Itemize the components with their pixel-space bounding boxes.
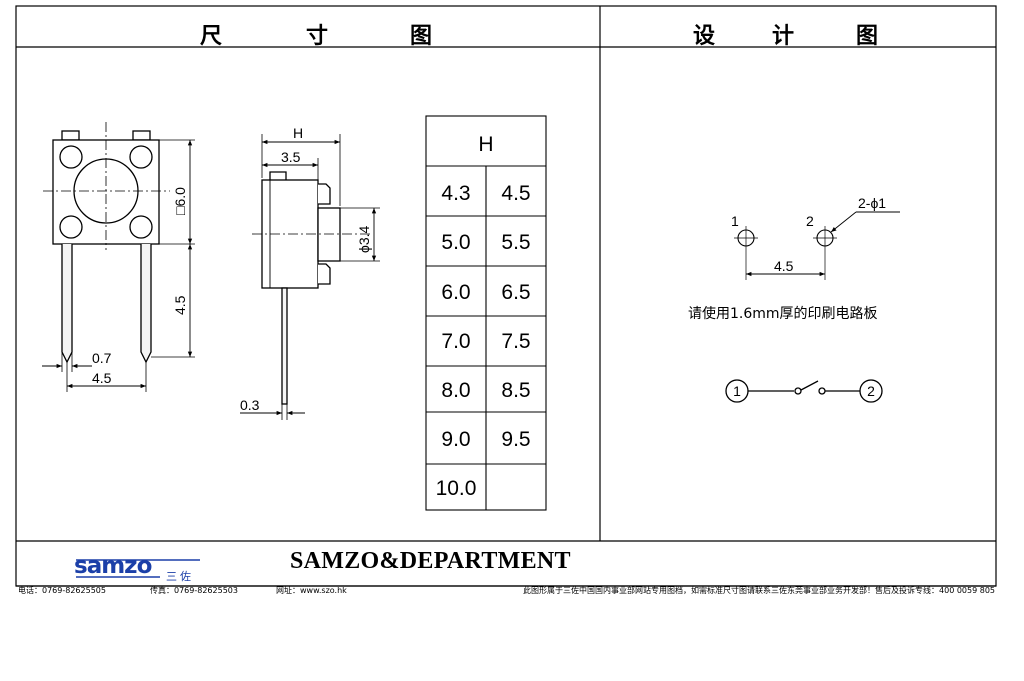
side-lead xyxy=(281,287,288,405)
header-right-char-3: 图 xyxy=(856,23,879,49)
header-left-char-3: 图 xyxy=(410,23,433,49)
brand-name: SAMZO&DEPARTMENT xyxy=(290,548,571,574)
dim-square-label: □6.0 xyxy=(172,187,188,215)
corner-hole xyxy=(129,215,153,239)
h-table-cell: 4.5 xyxy=(501,182,530,205)
switch-schematic xyxy=(725,379,883,403)
dim-3-5-label: 3.5 xyxy=(281,149,301,165)
corner-hole xyxy=(59,145,83,169)
corner-hole xyxy=(59,215,83,239)
dim-pitch-label: 4.5 xyxy=(92,370,112,386)
front-view xyxy=(42,122,195,392)
tab-left xyxy=(61,130,80,141)
samzo-logo: samzo 三佐 xyxy=(74,553,200,583)
frame xyxy=(15,5,997,587)
footer-phone: 电话：0769-82625505 xyxy=(18,586,106,595)
header-right-char-2: 计 xyxy=(772,23,795,49)
h-table-cell: 4.3 xyxy=(441,182,470,205)
schematic-pin2-label: 2 xyxy=(867,383,875,399)
h-table-cell: 5.5 xyxy=(501,231,530,254)
footer-web: 网址：www.szo.hk xyxy=(276,586,347,595)
pcb-hole-label: 2-ϕ1 xyxy=(858,195,886,211)
side-plunger xyxy=(317,207,341,262)
corner-hole xyxy=(129,145,153,169)
logo-text: samzo xyxy=(74,553,152,579)
pin-right xyxy=(140,244,152,364)
h-table-cell: 7.5 xyxy=(501,330,530,353)
schematic-pin1-label: 1 xyxy=(733,383,741,399)
h-table-cells: 4.3 4.5 5.0 5.5 6.0 6.5 7.0 7.5 8.0 8.5 … xyxy=(436,182,531,500)
dim-pin-length-label: 4.5 xyxy=(172,295,188,315)
side-view xyxy=(240,134,380,420)
tab-right xyxy=(132,130,151,141)
h-table-grid xyxy=(425,115,547,511)
pcb-thickness-note: 请使用1.6mm厚的印刷电路板 xyxy=(688,306,878,322)
header-right-char-1: 设 xyxy=(693,23,716,49)
pcb-pin2-label: 2 xyxy=(806,213,814,229)
h-table-cell: 6.5 xyxy=(501,281,530,304)
dim-pin-width-label: 0.7 xyxy=(92,350,112,366)
pin-left xyxy=(61,244,73,364)
footer-fax: 传真：0769-82625503 xyxy=(150,586,238,595)
h-table-header: H xyxy=(478,133,493,156)
header-left-char-2: 寸 xyxy=(306,23,329,49)
h-table-cell: 10.0 xyxy=(436,477,477,500)
h-table-cell: 9.0 xyxy=(441,428,470,451)
h-table-cell: 6.0 xyxy=(441,281,470,304)
logo-sub: 三佐 xyxy=(166,569,194,583)
h-table-cell: 8.5 xyxy=(501,379,530,402)
h-table-cell: 9.5 xyxy=(501,428,530,451)
pcb-pin1-label: 1 xyxy=(731,213,739,229)
h-table-cell: 5.0 xyxy=(441,231,470,254)
header-left-char-1: 尺 xyxy=(200,23,223,49)
footer-notice: 此图形属于三佐中国国内事业部网站专用图档，如需标准尺寸图请联系三佐东莞事业部业务… xyxy=(523,586,995,595)
pcb-pitch-label: 4.5 xyxy=(774,258,794,274)
h-table-cell: 7.0 xyxy=(441,330,470,353)
switch-body xyxy=(52,139,160,245)
h-table-cell: 8.0 xyxy=(441,379,470,402)
pcb-layout xyxy=(734,211,900,280)
dim-diameter-label: ϕ3.4 xyxy=(356,225,372,253)
dim-h-label: H xyxy=(293,125,303,141)
dim-lead-label: 0.3 xyxy=(240,397,260,413)
